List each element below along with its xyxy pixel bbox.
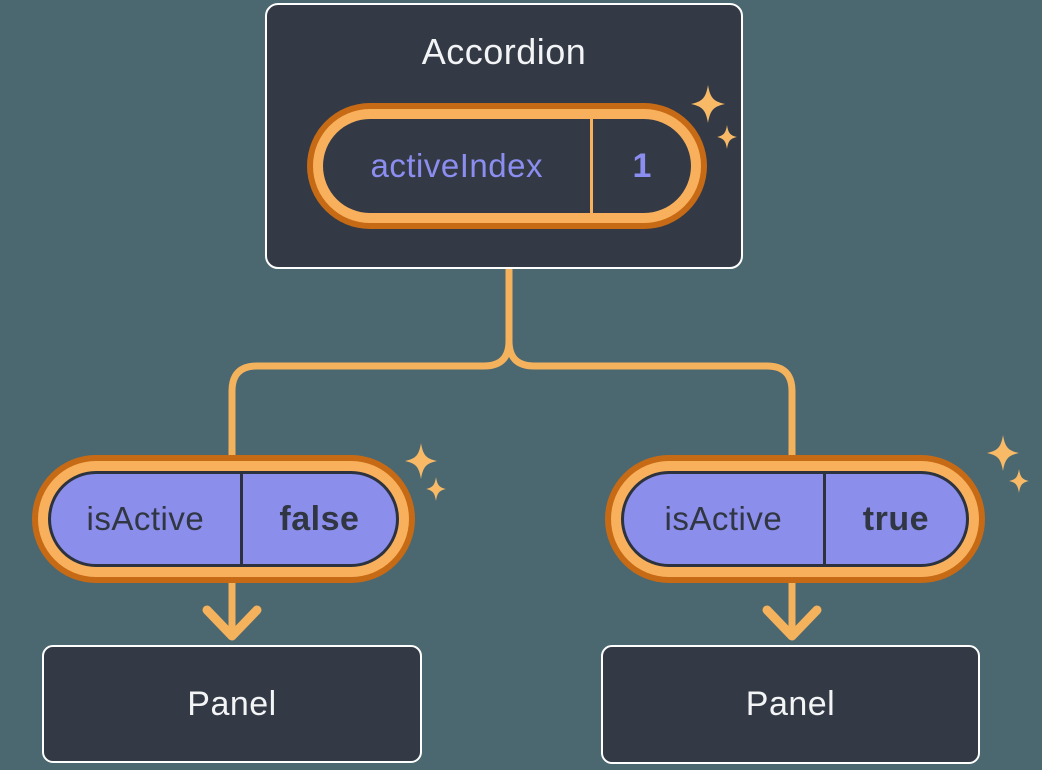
prop-name-label: isActive	[624, 474, 826, 564]
accordion-title: Accordion	[421, 31, 587, 72]
prop-value-label: false	[279, 499, 360, 538]
prop-value-label: true	[862, 499, 929, 538]
panel-card-right: Panel	[601, 645, 980, 764]
arrow-down-icon	[202, 605, 262, 641]
state-pill-activeindex: activeIndex 1	[307, 103, 707, 229]
prop-pill-isactive-left: isActive false	[32, 455, 415, 583]
state-value-label: 1	[632, 146, 652, 185]
panel-label: Panel	[187, 684, 277, 723]
connector-right-branch	[505, 266, 796, 634]
panel-card-left: Panel	[42, 645, 422, 763]
prop-name-label: isActive	[51, 474, 243, 564]
state-name-label: activeIndex	[323, 119, 594, 213]
arrow-down-icon	[762, 605, 822, 641]
prop-pill-isactive-right: isActive true	[605, 455, 985, 583]
panel-label: Panel	[745, 685, 836, 723]
